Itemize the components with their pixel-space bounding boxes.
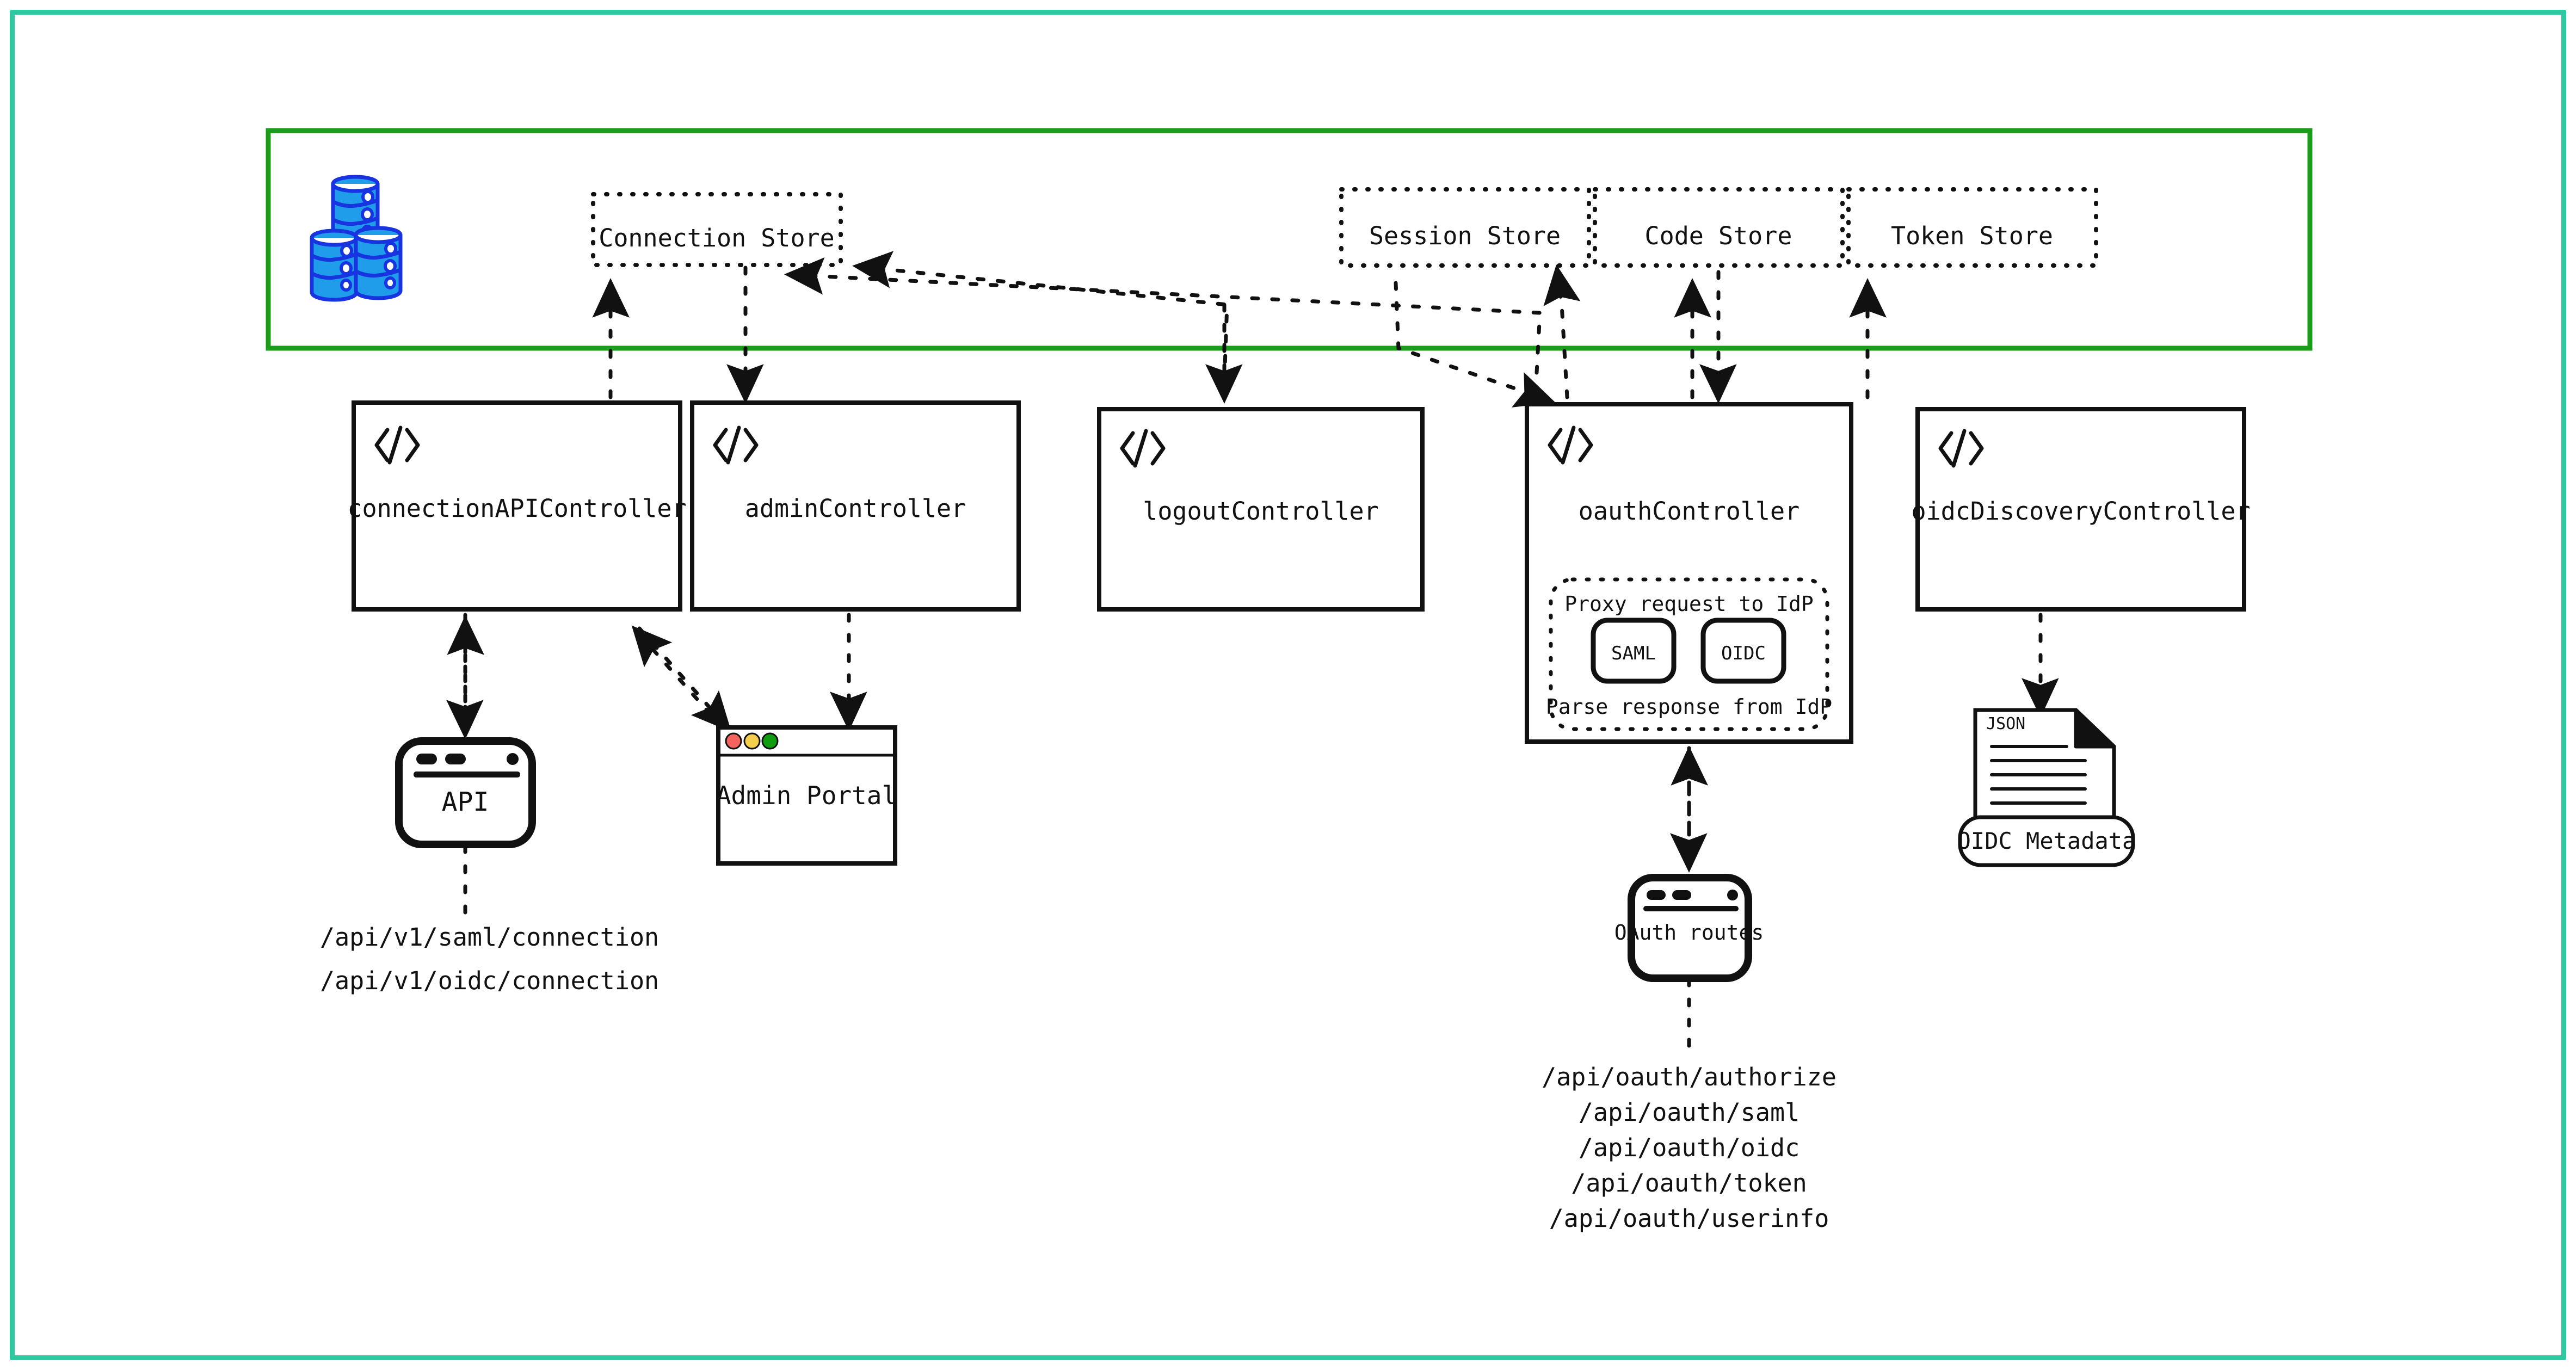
- connection-api-route-list: /api/v1/saml/connection /api/v1/oidc/con…: [320, 923, 659, 995]
- document-file-type: JSON: [1986, 714, 2025, 733]
- parse-response-label: Parse response from IdP: [1546, 695, 1832, 719]
- token-store-box[interactable]: [1846, 187, 2098, 268]
- route-item: /api/oauth/oidc: [1579, 1133, 1799, 1162]
- connection-store-label: Connection Store: [599, 224, 834, 252]
- admin-controller-to-admin-portal: [637, 626, 732, 732]
- window-bar: [414, 772, 520, 777]
- code-icon: [1548, 425, 1593, 465]
- code-store-label: Code Store: [1645, 221, 1792, 250]
- saml-pill[interactable]: [1591, 618, 1677, 684]
- oauth-route-list: /api/oauth/authorize /api/oauth/saml /ap…: [1542, 1063, 1837, 1233]
- oidc-metadata-document[interactable]: JSON OIDC Metadata: [1957, 708, 2136, 867]
- oauth-to-connection-store: [784, 257, 1542, 395]
- controller-label: logoutController: [1143, 497, 1378, 526]
- controller-label: oidcDiscoveryController: [1911, 497, 2250, 526]
- controller-label: connectionAPIController: [347, 494, 686, 523]
- route-item: /api/v1/saml/connection: [320, 923, 659, 952]
- connection-store-box[interactable]: [591, 192, 843, 267]
- database-stack-icon: [310, 175, 403, 302]
- oidc-metadata-label: OIDC Metadata: [1957, 828, 2136, 854]
- admin-portal-browser-window[interactable]: Admin Portal: [716, 725, 897, 866]
- store-controller-connectors: [592, 251, 1887, 408]
- connection-api-controller[interactable]: connectionAPIController: [347, 400, 687, 612]
- document-fold-corner: [2074, 708, 2116, 749]
- token-store-label: Token Store: [1891, 221, 2053, 250]
- window-bar: [1643, 906, 1739, 911]
- saml-pill-label: SAML: [1611, 643, 1656, 664]
- api-window-label: API: [442, 787, 489, 817]
- route-item: /api/oauth/userinfo: [1549, 1204, 1829, 1233]
- logout-to-connection-store: [852, 251, 1229, 384]
- api-window-icon[interactable]: API: [395, 737, 536, 848]
- proxy-request-label: Proxy request to IdP: [1564, 592, 1814, 616]
- idp-proxy-border: [1549, 577, 1829, 731]
- traffic-light-green: [761, 732, 779, 750]
- code-icon: [1938, 429, 1984, 468]
- controller-label: oauthController: [1579, 497, 1799, 526]
- admin-portal-label: Admin Portal: [716, 781, 897, 810]
- oidc-discovery-controller[interactable]: oidcDiscoveryController: [1911, 407, 2251, 612]
- window-dot: [1672, 890, 1691, 900]
- controller-label: adminController: [745, 494, 966, 523]
- route-item: /api/oauth/saml: [1579, 1098, 1799, 1127]
- code-store-box[interactable]: [1593, 187, 1845, 268]
- traffic-light-red: [725, 732, 742, 750]
- window-dot: [507, 753, 519, 765]
- oauth-routes-window-icon[interactable]: OAuth routes: [1614, 874, 1764, 982]
- lower-connectors: [446, 613, 2059, 1052]
- route-item: /api/oauth/token: [1571, 1169, 1807, 1198]
- code-icon: [1120, 429, 1166, 468]
- session-store-to-oauth-controller: [1394, 281, 1556, 408]
- controller-boxes: connectionAPIController adminController: [347, 400, 2251, 744]
- route-item: /api/oauth/authorize: [1542, 1063, 1837, 1091]
- oauth-controller[interactable]: oauthController Proxy request to IdP SAM…: [1525, 402, 1853, 744]
- code-icon: [374, 425, 420, 465]
- store-boxes: Connection Store Session Store Code Stor…: [591, 187, 2098, 268]
- logout-controller[interactable]: logoutController: [1097, 407, 1425, 612]
- route-item: /api/v1/oidc/connection: [320, 966, 659, 995]
- admin-controller[interactable]: adminController: [690, 400, 1021, 612]
- oidc-pill[interactable]: [1700, 618, 1786, 684]
- idp-proxy-group: Proxy request to IdP SAML OIDC Parse res…: [1546, 577, 1832, 731]
- traffic-light-yellow: [743, 732, 761, 750]
- window-dot: [1727, 890, 1738, 900]
- session-store-label: Session Store: [1369, 221, 1561, 250]
- window-dot: [416, 754, 437, 764]
- window-dot: [1647, 890, 1666, 900]
- metadata-label-pill: [1958, 815, 2135, 867]
- session-store-box[interactable]: [1339, 187, 1591, 268]
- oidc-pill-label: OIDC: [1721, 643, 1766, 664]
- admin-portal-to-admin-controller: [631, 625, 726, 731]
- document-text-lines: [1990, 745, 2087, 805]
- oauth-routes-label: OAuth routes: [1614, 921, 1764, 945]
- code-icon: [713, 425, 759, 465]
- window-dot: [445, 754, 466, 764]
